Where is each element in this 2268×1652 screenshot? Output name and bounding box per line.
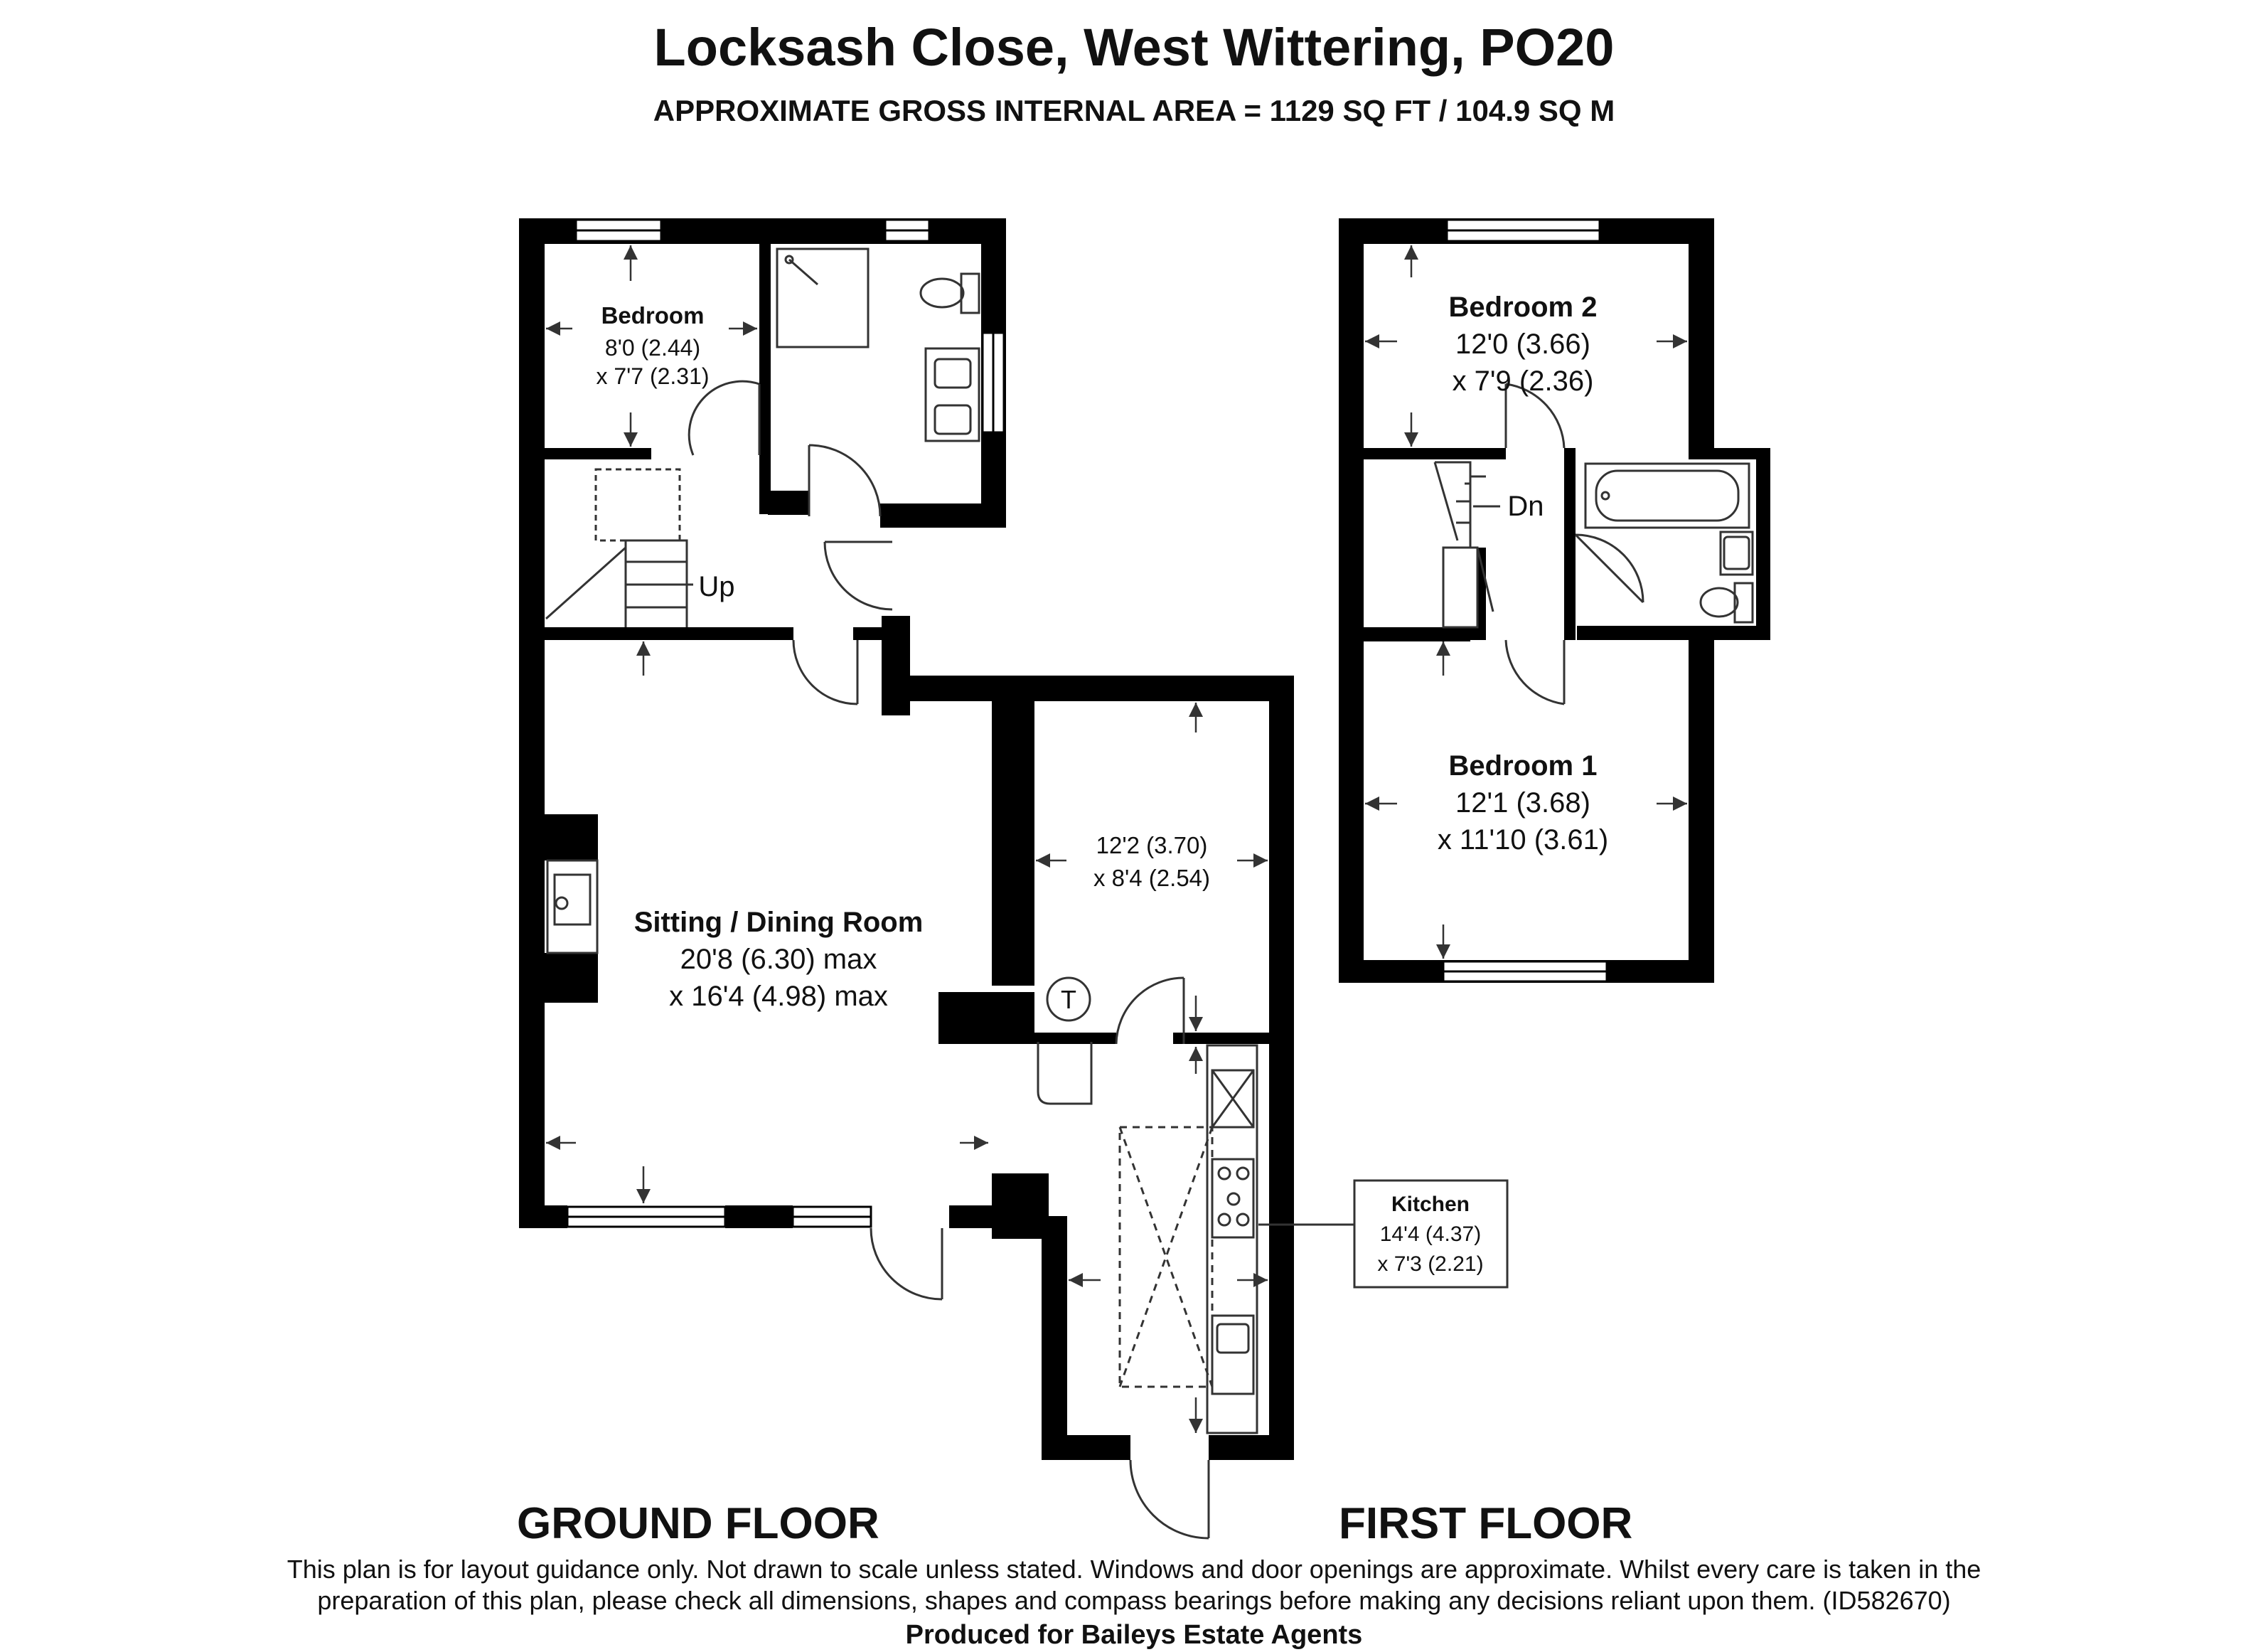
ground-floor-fixtures [545, 247, 1509, 1434]
bedroom2-name: Bedroom 2 [1449, 292, 1598, 323]
bedroom1-dim1: 12'1 (3.68) [1455, 787, 1590, 819]
bedroom1-dim2: x 11'10 (3.61) [1438, 824, 1608, 856]
first-floor-fixtures [1433, 461, 1754, 629]
first-floor-windows [1442, 218, 1608, 983]
ground-floor-dimension-arrows [546, 245, 1268, 1433]
study-dim2: x 8'4 (2.54) [1093, 865, 1210, 891]
bedroom-ground-dim2: x 7'7 (2.31) [596, 363, 709, 389]
sitting-room-dim2: x 16'4 (4.98) max [669, 981, 888, 1012]
produced-for-credit: Produced for Baileys Estate Agents [905, 1620, 1363, 1650]
ground-floor-doors [688, 380, 1210, 1540]
bedroom2-dim2: x 7'9 (2.36) [1453, 366, 1594, 397]
ground-floor-label: GROUND FLOOR [517, 1499, 879, 1548]
disclaimer-line-1: This plan is for layout guidance only. N… [287, 1555, 1981, 1584]
bedroom2-dim1: 12'0 (3.66) [1455, 329, 1590, 360]
stairs-down-label: Dn [1507, 491, 1544, 522]
stairs-up-label: Up [698, 571, 734, 602]
bedroom1-name: Bedroom 1 [1449, 750, 1598, 782]
first-floor-dimension-arrows [1365, 245, 1687, 959]
sitting-room-name: Sitting / Dining Room [634, 907, 924, 938]
kitchen-dim1: 14'4 (4.37) [1380, 1222, 1482, 1246]
first-floor-label: FIRST FLOOR [1339, 1499, 1633, 1548]
ground-floor-windows [566, 218, 1005, 1228]
plan-title: Locksash Close, West Wittering, PO20 [653, 18, 1615, 77]
sitting-room-dim1: 20'8 (6.30) max [680, 944, 877, 975]
study-dim1: 12'2 (3.70) [1096, 832, 1208, 858]
disclaimer-line-2: preparation of this plan, please check a… [317, 1586, 1951, 1615]
thermostat-symbol: T [1061, 985, 1076, 1014]
bedroom-ground-dim1: 8'0 (2.44) [605, 335, 700, 361]
first-floor-doors [1476, 383, 1644, 705]
kitchen-dim2: x 7'3 (2.21) [1377, 1252, 1483, 1276]
kitchen-name: Kitchen [1391, 1193, 1470, 1216]
bedroom-ground-name: Bedroom [601, 302, 705, 329]
gross-area-subtitle: APPROXIMATE GROSS INTERNAL AREA = 1129 S… [653, 94, 1615, 127]
